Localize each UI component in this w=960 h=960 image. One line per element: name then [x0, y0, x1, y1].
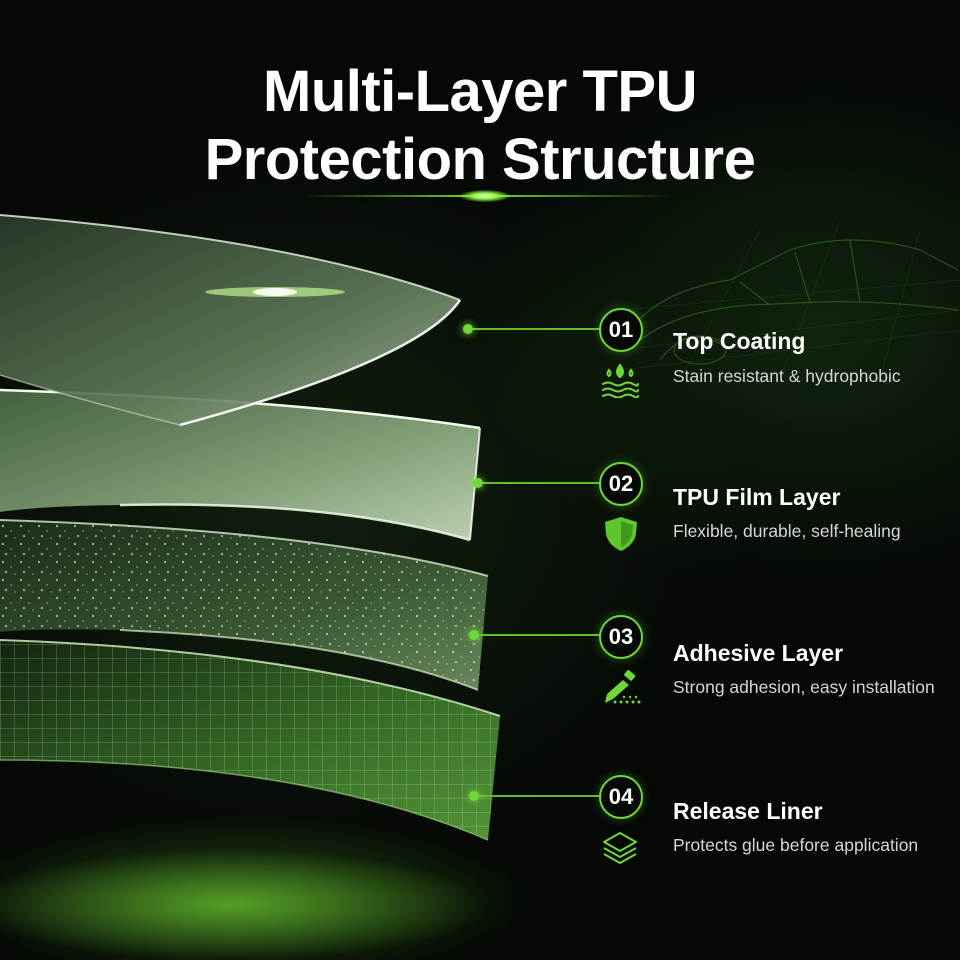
layer-description: Stain resistant & hydrophobic: [673, 366, 901, 386]
glue-applicator-icon: [605, 670, 641, 704]
shield-icon: [605, 517, 637, 551]
layer-title: Release Liner: [673, 798, 823, 824]
layer-description: Flexible, durable, self-healing: [673, 521, 901, 541]
layer-number-badge: 01: [599, 308, 643, 352]
water-drops-icon: [602, 363, 639, 398]
layer-description: Protects glue before application: [673, 835, 919, 855]
layer-title: Top Coating: [673, 328, 806, 354]
layer-title: TPU Film Layer: [673, 484, 841, 510]
layer-title: Adhesive Layer: [673, 640, 844, 666]
stacked-layers-icon: [603, 832, 637, 864]
connector-line-2: [473, 478, 600, 488]
layer-description: Strong adhesion, easy installation: [673, 677, 935, 697]
title-underline-glow: [300, 190, 670, 202]
connector-line-1: [463, 324, 600, 334]
layer-number-badge: 04: [599, 775, 643, 819]
layer-number-badge: 03: [599, 615, 643, 659]
connector-line-3: [469, 630, 600, 640]
car-wireframe-icon: [620, 219, 960, 380]
title-line-1: Multi-Layer TPU: [263, 59, 698, 124]
page-title: Multi-Layer TPU Protection Structure: [0, 58, 960, 194]
title-line-2: Protection Structure: [204, 127, 756, 192]
connector-line-4: [469, 791, 600, 801]
layer-number-badge: 02: [599, 462, 643, 506]
